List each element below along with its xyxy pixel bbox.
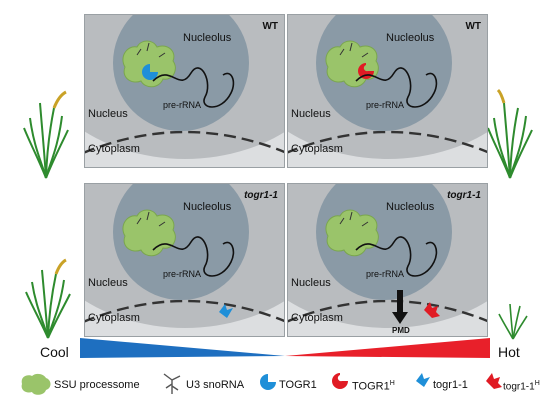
legend-togr1h-sup: H <box>389 380 395 387</box>
cytoplasm-label: Cytoplasm <box>88 143 140 155</box>
pre-rrna-strand-icon <box>355 236 438 277</box>
pre-rrna-label: pre-rRNA <box>163 100 202 110</box>
togr1-1-protein-icon <box>219 304 233 318</box>
nucleolus-label: Nucleolus <box>386 32 435 44</box>
togr1-1h-legend-icon <box>486 373 502 389</box>
genotype-label: WT <box>262 21 278 32</box>
rice-plant-cool-bottom-icon <box>25 258 71 339</box>
nucleolus-label: Nucleolus <box>183 32 232 44</box>
legend-ssu-processome: SSU processome <box>54 379 140 391</box>
togr1-legend-icon <box>260 374 276 390</box>
legend-togr1-1: togr1-1 <box>433 379 468 391</box>
pre-rrna-label: pre-rRNA <box>366 269 405 279</box>
rice-plant-hot-top-icon <box>487 88 533 179</box>
legend-togr1h: TOGR1H <box>352 380 395 393</box>
pre-rrna-label: pre-rRNA <box>366 100 405 110</box>
genotype-label: togr1-1 <box>447 190 481 201</box>
cytoplasm-label: Cytoplasm <box>291 143 343 155</box>
pre-rrna-strand-icon <box>152 67 235 108</box>
legend-togr1-1h: togr1-1H <box>503 380 540 392</box>
rice-plant-cool-top-icon <box>23 90 69 179</box>
legend-togr1-1h-text: togr1-1 <box>503 381 535 393</box>
panel-togr1-cool: togr1-1 Nucleolus pre-rRNA Nucleus Cytop… <box>84 183 285 337</box>
pmd-label: PMD <box>392 326 410 335</box>
togr1-1-legend-icon <box>416 373 430 387</box>
panel-togr1-hot: togr1-1 Nucleolus pre-rRNA Nucleus Cytop… <box>287 183 488 337</box>
ssu-processome-legend-icon <box>21 373 51 395</box>
pre-rrna-label: pre-rRNA <box>163 269 202 279</box>
genotype-label: togr1-1 <box>244 190 278 201</box>
cytoplasm-label: Cytoplasm <box>88 312 140 324</box>
genotype-label: WT <box>465 21 481 32</box>
cytoplasm-label: Cytoplasm <box>291 312 343 324</box>
nucleus-label: Nucleus <box>291 108 331 120</box>
u3-snorna-legend-icon <box>163 373 181 394</box>
legend-togr1h-text: TOGR1 <box>352 380 390 393</box>
legend-u3-snorna: U3 snoRNA <box>186 379 245 391</box>
nucleus-label: Nucleus <box>291 277 331 289</box>
panel-wt-hot: WT Nucleolus pre-rRNA Nucleus Cytoplasm <box>287 14 488 168</box>
hot-label: Hot <box>498 344 520 360</box>
togr1h-legend-icon <box>332 373 348 389</box>
nucleolus-label: Nucleolus <box>183 201 232 213</box>
togr1-1h-protein-icon <box>424 302 440 318</box>
nucleus-label: Nucleus <box>88 277 128 289</box>
panel-wt-cool: WT Nucleolus pre-rRNA Nucleus Cytoplasm <box>84 14 285 168</box>
nucleolus-label: Nucleolus <box>386 201 435 213</box>
nucleus-label: Nucleus <box>88 108 128 120</box>
degradation-arrow-icon <box>392 290 408 324</box>
rice-plant-hot-bottom-icon <box>498 303 528 340</box>
togr1-protein-icon <box>142 64 158 80</box>
cool-label: Cool <box>40 344 69 360</box>
legend-togr1-1h-sup: H <box>534 380 540 387</box>
pre-rrna-strand-icon <box>152 236 235 277</box>
legend-togr1: TOGR1 <box>279 379 317 391</box>
temperature-gradient <box>80 338 490 358</box>
pre-rrna-strand-icon <box>355 67 438 108</box>
